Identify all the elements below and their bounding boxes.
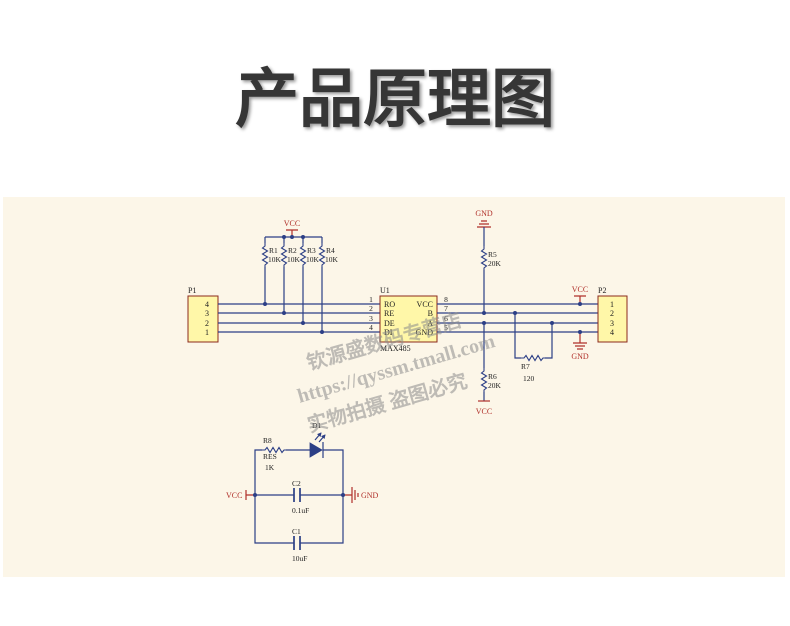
led-gnd-label: GND <box>361 491 379 500</box>
c1-value: 10uF <box>292 554 307 563</box>
junction-dot <box>253 493 257 497</box>
pullup-network: VCC R1 10K R2 10K R3 10K R4 10K <box>261 219 339 334</box>
c2-capacitor-symbol <box>293 488 301 502</box>
r7-wire <box>514 313 553 359</box>
p2-pin-number: 4 <box>610 328 614 337</box>
p2-pin-number: 2 <box>610 309 614 318</box>
u1-designator: U1 <box>380 286 390 295</box>
u1-to-p2-signal-wires <box>437 303 598 333</box>
r7-value: 120 <box>523 374 535 383</box>
u1-pin-name-vcc: VCC <box>417 300 433 309</box>
u1-pin-number: 7 <box>444 304 448 313</box>
r5-designator: R5 <box>488 250 497 259</box>
p2-vcc-label: VCC <box>572 285 588 294</box>
junction-dot <box>578 330 582 334</box>
page-title: 产品原理图 <box>235 63 555 137</box>
led-vcc-label: VCC <box>226 491 242 500</box>
junction-dot <box>550 321 554 325</box>
junction-dot <box>341 493 345 497</box>
p1-to-u1-signal-wires <box>218 303 380 333</box>
junction-dot <box>482 311 486 315</box>
junction-dot <box>290 235 294 239</box>
c2-designator: C2 <box>292 479 301 488</box>
junction-dot <box>482 321 486 325</box>
p1-pin-number: 3 <box>205 309 209 318</box>
p1-designator: P1 <box>188 286 196 295</box>
r6-value: 20K <box>488 381 502 390</box>
pullup-vcc-label: VCC <box>284 219 300 228</box>
p2-connector: VCC GND P2 1 2 3 4 <box>571 285 628 361</box>
u1-pin-number: 8 <box>444 295 448 304</box>
r3-designator: R3 <box>307 246 316 255</box>
r5-value: 20K <box>488 259 502 268</box>
p1-pin-number: 4 <box>205 300 209 309</box>
led-indicator-circuit: R8 RES 1K D1 VCC C2 0.1uF GND C1 10uF <box>226 421 379 563</box>
junction-dot <box>578 302 582 306</box>
r4-designator: R4 <box>326 246 335 255</box>
schematic-background <box>3 197 785 577</box>
u1-transceiver: U1 1 2 3 4 RO RE DE DI VCC B A GND 8 7 6… <box>369 286 448 353</box>
r5-gnd-label: GND <box>475 209 493 218</box>
u1-pin-number: 4 <box>369 323 373 332</box>
p1-pin-number: 1 <box>205 328 209 337</box>
d1-led-symbol <box>309 442 323 458</box>
r4-value: 10K <box>325 255 339 264</box>
p1-connector-body <box>187 295 219 343</box>
junction-dot <box>282 235 286 239</box>
p2-connector-body <box>597 295 628 343</box>
u1-pin-number: 6 <box>444 314 448 323</box>
c1-designator: C1 <box>292 527 301 536</box>
d1-arrow-heads <box>317 432 326 440</box>
u1-pin-name-re: RE <box>384 309 394 318</box>
r8-designator: R8 <box>263 436 272 445</box>
u1-part-number: MAX485 <box>380 344 411 353</box>
p2-gnd-label: GND <box>571 352 589 361</box>
c1-capacitor-symbol <box>293 536 301 550</box>
junction-dot <box>513 311 517 315</box>
c2-value: 0.1uF <box>292 506 309 515</box>
r2-designator: R2 <box>288 246 297 255</box>
p2-pin-number: 3 <box>610 319 614 328</box>
r3-value: 10K <box>306 255 320 264</box>
u1-pin-name-de: DE <box>384 319 395 328</box>
r6-designator: R6 <box>488 372 497 381</box>
r1-designator: R1 <box>269 246 278 255</box>
u1-pin-number: 2 <box>369 304 373 313</box>
p2-pin-number: 1 <box>610 300 614 309</box>
r2-value: 10K <box>287 255 301 264</box>
u1-pin-name-a: A <box>427 319 433 328</box>
r7-designator: R7 <box>521 362 530 371</box>
u1-body <box>379 295 438 343</box>
r6-vcc-label: VCC <box>476 407 492 416</box>
d1-designator: D1 <box>312 421 321 430</box>
u1-pin-name-b: B <box>428 309 433 318</box>
p1-pin-number: 2 <box>205 319 209 328</box>
led-gnd-symbol <box>343 487 359 503</box>
junction-dot <box>301 235 305 239</box>
u1-pin-number: 3 <box>369 314 373 323</box>
r8-comment: RES <box>263 452 277 461</box>
u1-pin-number: 5 <box>444 323 448 332</box>
u1-pin-name-di: DI <box>384 328 393 337</box>
p1-connector: P1 4 3 2 1 <box>187 286 219 343</box>
p2-gnd-symbol <box>573 332 587 350</box>
u1-pin-number: 1 <box>369 295 373 304</box>
r8-value: 1K <box>265 463 275 472</box>
u1-pin-name-ro: RO <box>384 300 395 309</box>
r1-value: 10K <box>268 255 282 264</box>
p2-designator: P2 <box>598 286 606 295</box>
bias-network: GND R5 20K R6 20K VCC R7 120 <box>475 209 554 416</box>
u1-pin-name-gnd: GND <box>416 328 434 337</box>
